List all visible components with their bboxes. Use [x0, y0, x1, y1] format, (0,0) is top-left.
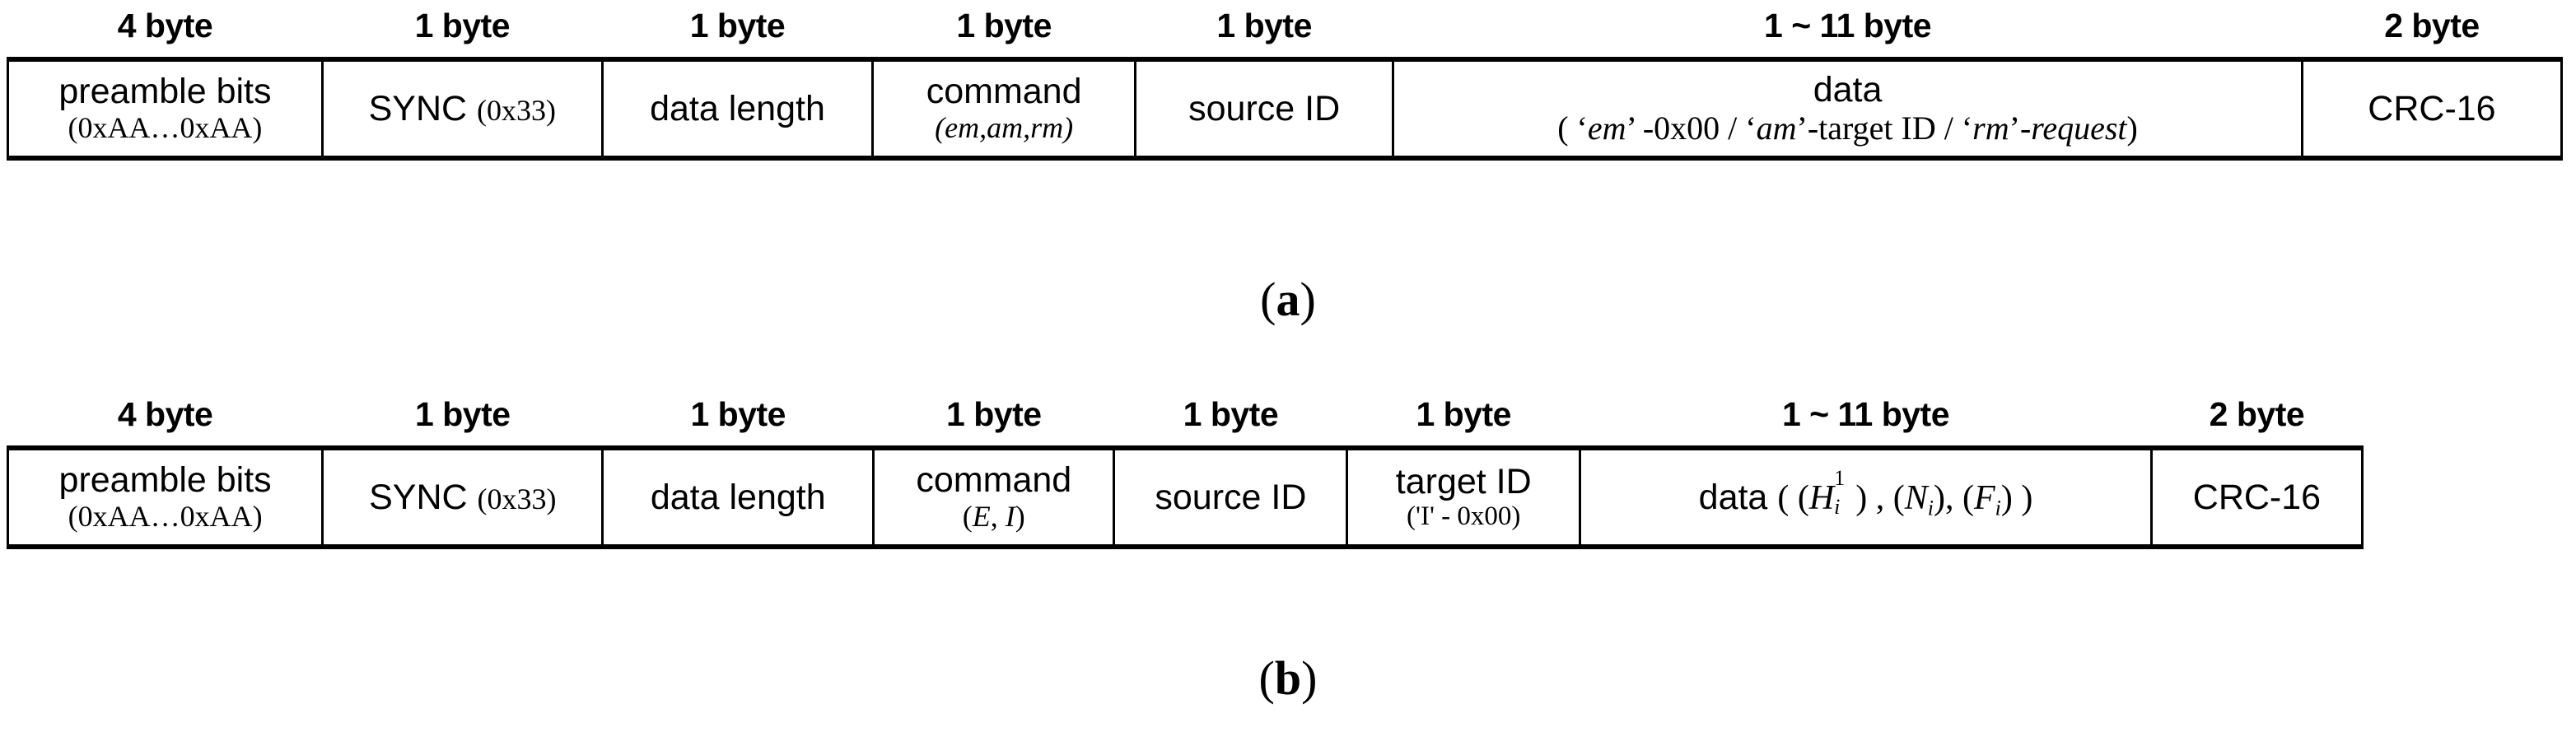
frame-a-preamble-label: preamble bits	[58, 72, 272, 112]
frame-b-crc-label: CRC-16	[2192, 477, 2322, 517]
frame-a-cell-source-id: source ID	[1134, 56, 1395, 161]
frame-b-caption-letter: b	[1274, 651, 1302, 705]
frame-b-data-f-sub: i	[1995, 496, 2001, 520]
frame-b-data-h-sub: i	[1834, 494, 1841, 519]
frame-a-source-id-label: source ID	[1188, 89, 1341, 128]
frame-a-cell-command: command (em,am,rm)	[871, 56, 1137, 161]
frame-b-command-e: E	[972, 500, 991, 534]
frame-b-header-7: 2 byte	[2209, 395, 2305, 433]
frame-b-data-sep2: ,	[1944, 479, 1954, 518]
frame-b-data-sep1: ,	[1875, 479, 1885, 518]
frame-b-data-label: data	[1698, 478, 1768, 518]
frame-b-caption: (b)	[0, 650, 2576, 706]
frame-a-caption: (a)	[0, 272, 2576, 327]
frame-a-header-2: 1 byte	[689, 7, 786, 44]
frame-a-header-6: 2 byte	[2384, 7, 2480, 44]
frame-b-cell-sync: SYNC (0x33)	[321, 445, 604, 549]
frame-b-header-4: 1 byte	[1183, 395, 1279, 433]
frame-b-command-close: )	[1015, 500, 1025, 534]
frame-b-data-h-sup: 1	[1834, 465, 1846, 490]
frame-b-sync-line: SYNC (0x33)	[330, 478, 595, 517]
frame-b-data-close: )	[2021, 479, 2033, 518]
frame-a-data-value: ( ‘em’ -0x00 / ‘am’-target ID / ‘rm’-req…	[1557, 110, 2138, 147]
frame-b-cell-source-id: source ID	[1113, 445, 1349, 549]
frame-b-cell-crc: CRC-16	[2149, 445, 2364, 549]
frame-b-header-0: 4 byte	[117, 395, 213, 433]
frame-a-data-rm: rm	[1972, 110, 2009, 147]
frame-b-data-open: (	[1777, 479, 1790, 518]
frame-b-caption-close: )	[1301, 651, 1318, 705]
frame-b-source-id-label: source ID	[1155, 477, 1307, 517]
frame-b-preamble-value: (0xAA…0xAA)	[68, 500, 263, 534]
frame-b-command-comma: ,	[990, 500, 1006, 534]
frame-a-cell-data-length: data length	[600, 56, 875, 161]
frame-a-data-em-tail: -0x00 /	[1634, 110, 1746, 147]
frame-a-data-label: data	[1813, 70, 1883, 110]
frame-b-header-2: 1 byte	[690, 395, 786, 433]
frame-a-data-close: )	[2126, 110, 2138, 147]
frame-a-data-length-label: data length	[650, 89, 825, 128]
frame-a-sync-value: (0x33)	[477, 94, 557, 127]
frame-b-command-value: (E, I)	[881, 500, 1106, 534]
frame-a-sync-line: SYNC (0x33)	[330, 89, 595, 128]
frame-b-header-5: 1 byte	[1416, 395, 1511, 433]
frame-a-data-am: am	[1756, 110, 1797, 147]
frame-b-block: 4 byte 1 byte 1 byte 1 byte 1 byte 1 byt…	[6, 395, 2364, 549]
frame-b-command-label: command	[916, 460, 1072, 501]
frame-a-command-label: command	[926, 72, 1082, 112]
frame-b-table: 4 byte 1 byte 1 byte 1 byte 1 byte 1 byt…	[6, 395, 2364, 549]
frame-b-command-i: I	[1005, 500, 1015, 534]
frame-b-cell-target-id: target ID ('I' - 0x00)	[1346, 445, 1582, 549]
frame-a-preamble-value: (0xAA…0xAA)	[68, 111, 263, 145]
frame-a-data-em: em	[1587, 110, 1626, 147]
frame-b-field-row: preamble bits (0xAA…0xAA) SYNC (0x33) da…	[6, 445, 2364, 549]
frame-b-data-n: N	[1904, 479, 1928, 518]
frame-a-header-4: 1 byte	[1216, 7, 1312, 44]
frame-a-table: 4 byte 1 byte 1 byte 1 byte 1 byte 1 ~ 1…	[7, 7, 2564, 161]
frame-b-header-3: 1 byte	[946, 395, 1042, 433]
frame-a-sync-label: SYNC	[368, 89, 468, 128]
frame-b-target-id-label: target ID	[1395, 461, 1532, 501]
frame-a-data-rm-tail: -request	[2019, 110, 2127, 147]
frame-a-header-0: 4 byte	[117, 7, 213, 44]
frame-a-crc-label: CRC-16	[2368, 89, 2496, 128]
frame-b-sync-value: (0x33)	[477, 482, 557, 515]
frame-b-target-id-value: ('I' - 0x00)	[1407, 501, 1521, 532]
frame-b-cell-preamble: preamble bits (0xAA…0xAA)	[6, 445, 324, 549]
frame-a-cell-preamble: preamble bits (0xAA…0xAA)	[7, 56, 324, 161]
frame-a-header-5: 1 ~ 11 byte	[1764, 7, 1932, 44]
frame-b-header-row: 4 byte 1 byte 1 byte 1 byte 1 byte 1 byt…	[8, 395, 2363, 448]
frame-a-cell-crc: CRC-16	[2300, 56, 2564, 161]
frame-a-header-row: 4 byte 1 byte 1 byte 1 byte 1 byte 1 ~ 1…	[8, 7, 2562, 59]
frame-b-header-6: 1 ~ 11 byte	[1781, 395, 1950, 433]
frame-b-command-open: (	[962, 500, 973, 534]
frame-a-block: 4 byte 1 byte 1 byte 1 byte 1 byte 1 ~ 1…	[7, 7, 2564, 161]
frame-a-caption-close: )	[1300, 273, 1316, 326]
frame-a-data-open: (	[1557, 110, 1577, 147]
frame-a-header-1: 1 byte	[414, 7, 511, 44]
frame-a-cell-data: data ( ‘em’ -0x00 / ‘am’-target ID / ‘rm…	[1392, 56, 2303, 161]
frame-b-data-length-label: data length	[650, 477, 826, 517]
frame-b-preamble-label: preamble bits	[58, 460, 272, 501]
frame-b-data-f: F	[1973, 479, 1995, 518]
frame-b-header-1: 1 byte	[415, 395, 511, 433]
frame-a-command-value: (em,am,rm)	[935, 111, 1074, 145]
frame-a-header-3: 1 byte	[956, 7, 1052, 44]
frame-a-data-am-tail: -target ID /	[1807, 110, 1962, 147]
frame-a-field-row: preamble bits (0xAA…0xAA) SYNC (0x33) da…	[7, 56, 2564, 161]
frame-a-caption-open: (	[1260, 273, 1276, 326]
frame-a-caption-letter: a	[1276, 273, 1300, 326]
frame-a-cell-sync: SYNC (0x33)	[320, 56, 604, 161]
frame-b-data-h: H	[1808, 479, 1835, 518]
frame-b-cell-data-length: data length	[601, 445, 875, 549]
frame-b-sync-label: SYNC	[369, 477, 468, 517]
frame-b-caption-open: (	[1258, 651, 1275, 705]
frame-b-cell-command: command (E, I)	[872, 445, 1116, 549]
frame-b-data-n-sub: i	[1927, 496, 1934, 520]
